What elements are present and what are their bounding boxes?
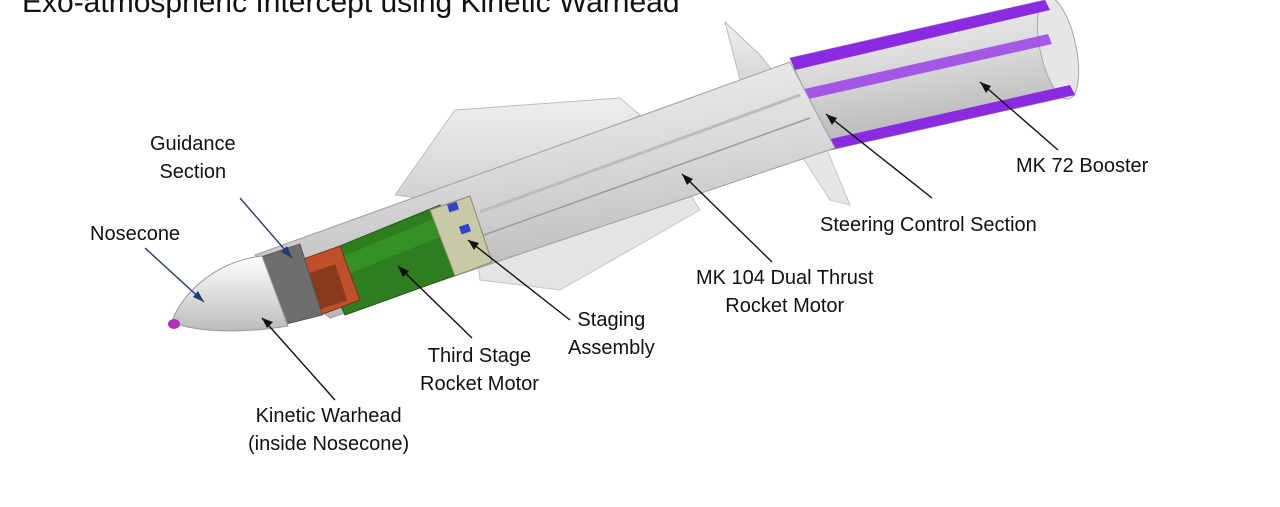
nose-tip bbox=[168, 319, 180, 329]
label-nosecone: Nosecone bbox=[90, 220, 180, 248]
label-steering-control: Steering Control Section bbox=[820, 211, 1037, 239]
label-mk72-booster: MK 72 Booster bbox=[1016, 152, 1148, 180]
leader-nosecone bbox=[145, 248, 204, 302]
label-kinetic-warhead: Kinetic Warhead(inside Nosecone) bbox=[248, 402, 409, 458]
mk72-booster bbox=[790, 0, 1086, 150]
leader-kinetic bbox=[262, 318, 335, 400]
leader-mk104 bbox=[682, 174, 772, 262]
